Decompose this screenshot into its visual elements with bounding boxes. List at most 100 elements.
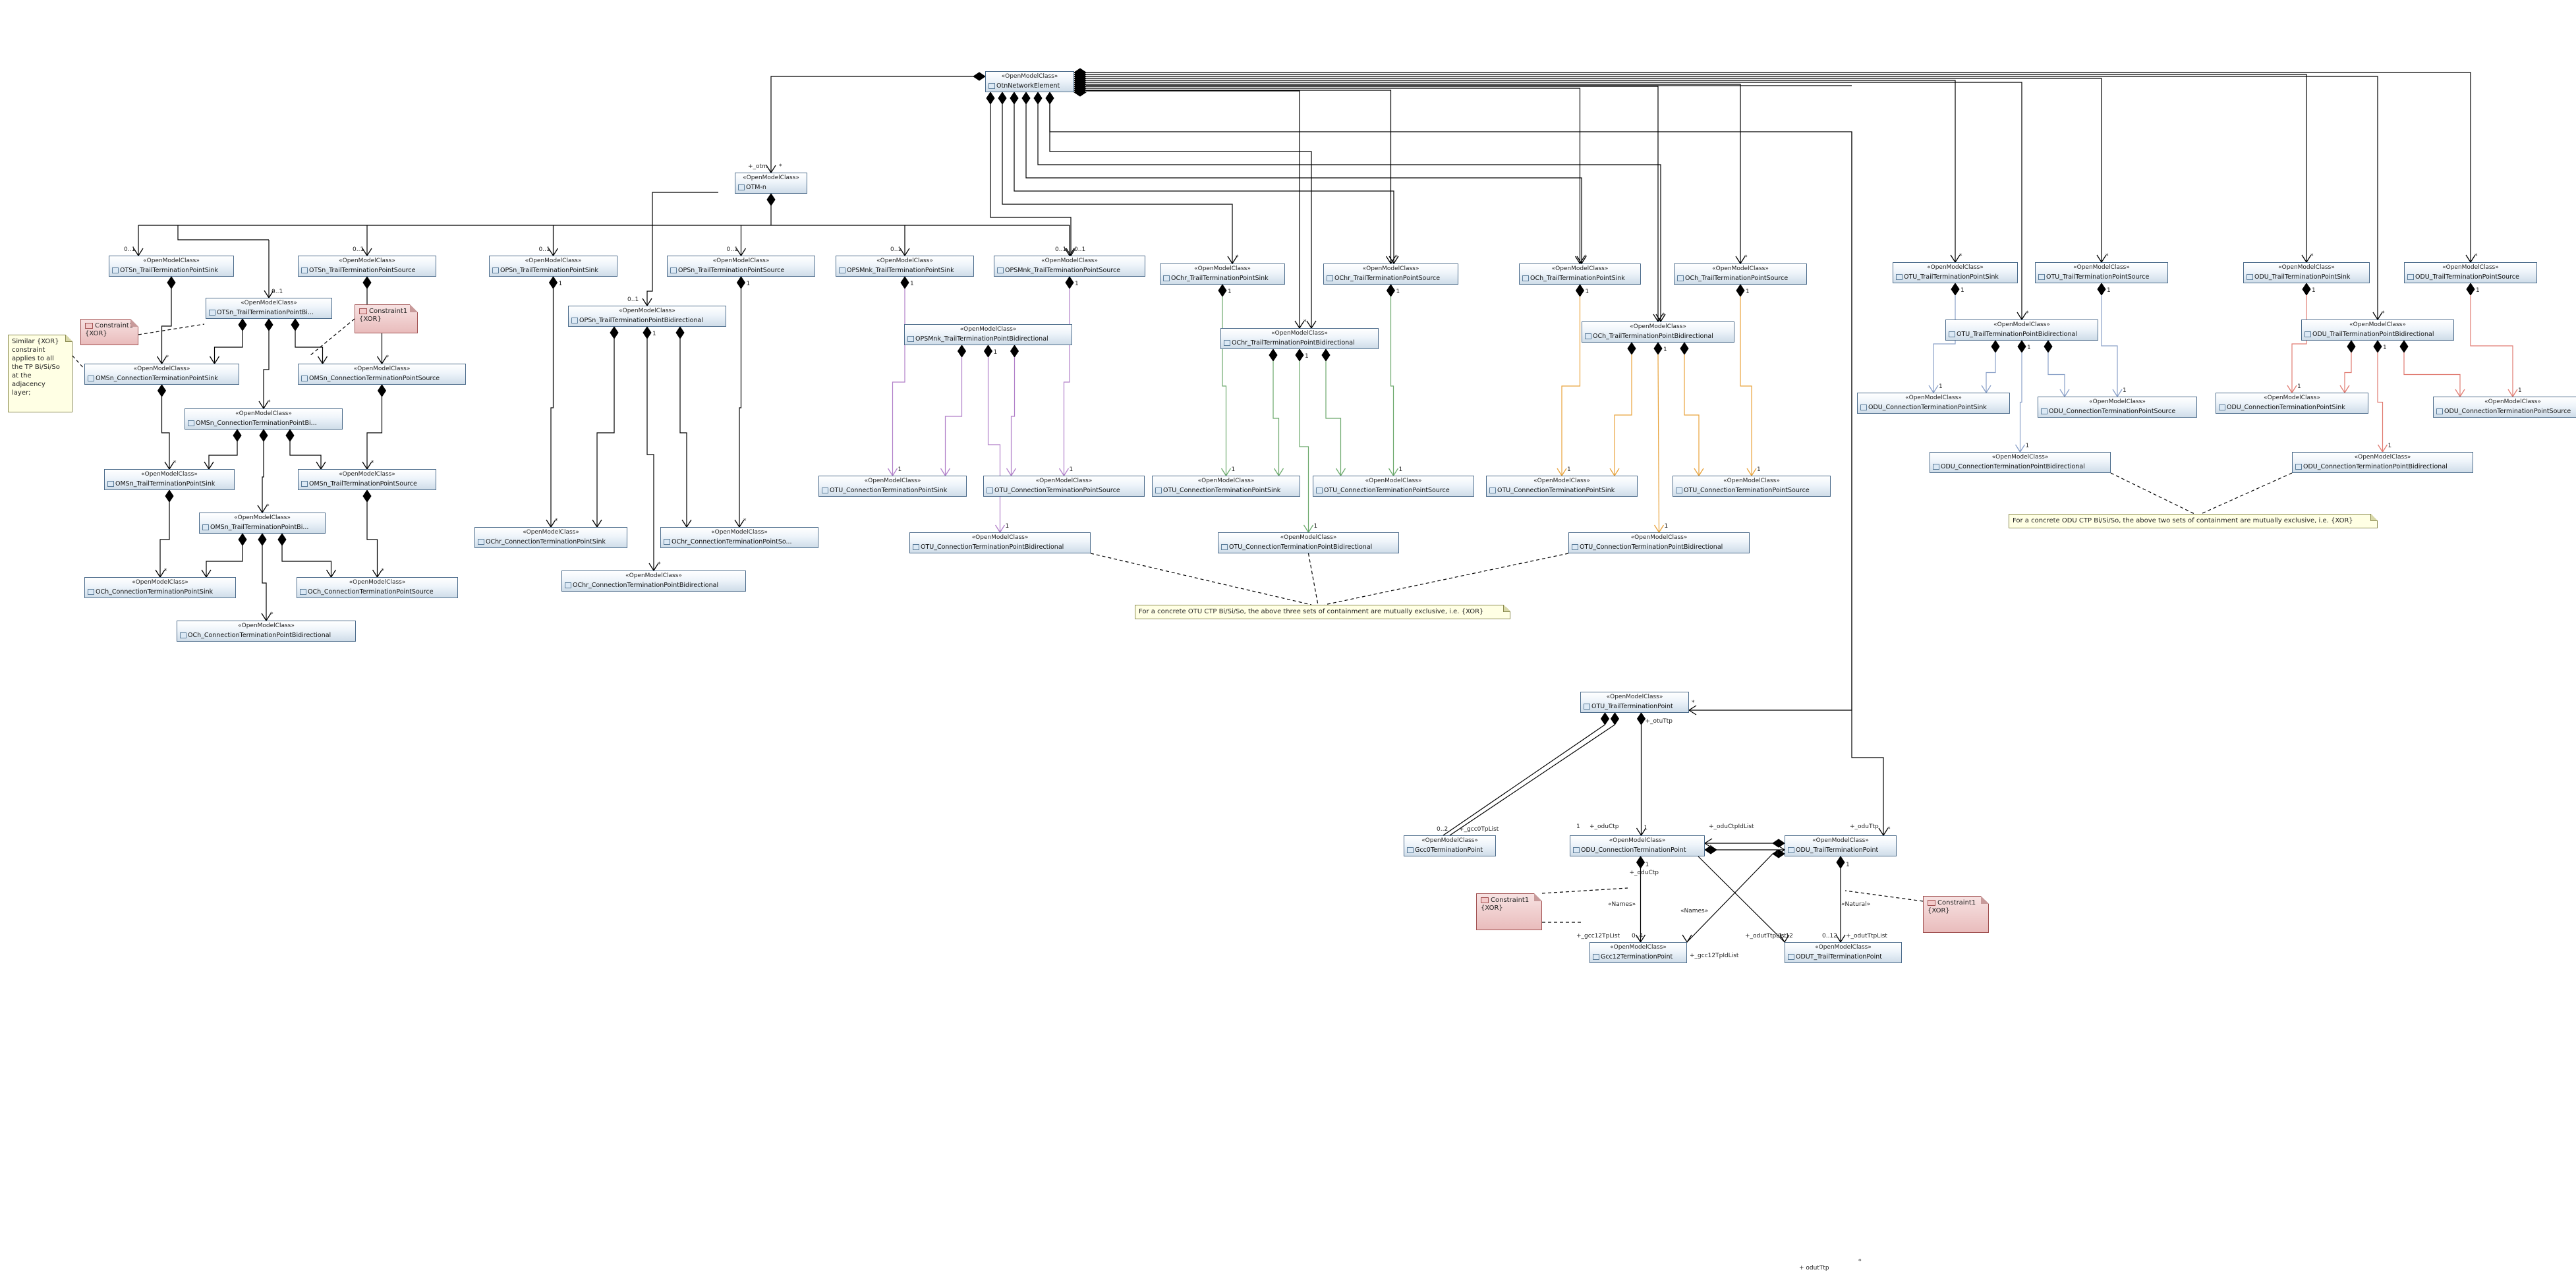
one-to-odtk[interactable] [1086, 74, 2307, 262]
otm-to-opsb[interactable] [646, 192, 718, 306]
composition-opsb-ocrk1[interactable] [596, 339, 615, 527]
composition-odtb-od2b[interactable] [2377, 352, 2384, 452]
class-omtb[interactable]: «OpenModelClass»OMSn_TrailTerminationPoi… [199, 513, 326, 534]
composition-omtb-occs[interactable] [281, 545, 332, 577]
composition-odtk-od2k[interactable] [2291, 295, 2307, 393]
class-otm[interactable]: «OpenModelClass»OTM-n [735, 173, 807, 194]
composition-opsb-ocrs1[interactable] [679, 339, 687, 527]
class-occb[interactable]: «OpenModelClass»OCh_ConnectionTerminatio… [177, 621, 356, 642]
class-od2s[interactable]: «OpenModelClass»ODU_ConnectionTerminatio… [2433, 397, 2576, 418]
composition-pms-ou1s[interactable] [1063, 289, 1070, 476]
class-ou3s[interactable]: «OpenModelClass»OTU_ConnectionTerminatio… [1673, 476, 1831, 497]
class-chk[interactable]: «OpenModelClass»OCh_TrailTerminationPoin… [1519, 264, 1641, 285]
constraint-c1[interactable]: Constraint1{XOR} [80, 319, 138, 345]
class-crb[interactable]: «OpenModelClass»OChr_TrailTerminationPoi… [1220, 328, 1379, 349]
otm-to-otsb-branch[interactable] [177, 225, 269, 240]
class-ocrb1[interactable]: «OpenModelClass»OChr_ConnectionTerminati… [561, 571, 746, 592]
class-otut[interactable]: «OpenModelClass»OTU_TrailTerminationPoin… [1580, 692, 1689, 713]
class-ou2k[interactable]: «OpenModelClass»OTU_ConnectionTerminatio… [1152, 476, 1300, 497]
composition-crs-ou2s[interactable] [1390, 296, 1394, 476]
class-odts[interactable]: «OpenModelClass»ODU_TrailTerminationPoin… [2404, 262, 2537, 283]
class-odtk[interactable]: «OpenModelClass»ODU_TrailTerminationPoin… [2243, 262, 2370, 283]
odut-to-gcc12[interactable] [1686, 853, 1773, 943]
composition-pmk-ou1k[interactable] [892, 289, 905, 476]
class-ocrk1[interactable]: «OpenModelClass»OChr_ConnectionTerminati… [474, 527, 627, 548]
odu-xor-link-2[interactable] [2200, 472, 2293, 515]
one-to-chb[interactable] [1086, 86, 1659, 321]
one-to-chb[interactable] [1037, 104, 1661, 321]
constraint-c4[interactable]: Constraint1{XOR} [1923, 896, 1989, 933]
class-chs[interactable]: «OpenModelClass»OCh_TrailTerminationPoin… [1674, 264, 1807, 285]
class-ocrs1[interactable]: «OpenModelClass»OChr_ConnectionTerminati… [660, 527, 818, 548]
class-crk[interactable]: «OpenModelClass»OChr_TrailTerminationPoi… [1160, 264, 1285, 285]
composition-opsb-ocrb1[interactable] [646, 339, 654, 571]
class-ou2s[interactable]: «OpenModelClass»OTU_ConnectionTerminatio… [1313, 476, 1474, 497]
class-oductp[interactable]: «OpenModelClass»ODU_ConnectionTerminatio… [1570, 835, 1705, 856]
one-to-chs[interactable] [1086, 84, 1741, 264]
class-odut[interactable]: «OpenModelClass»ODU_TrailTerminationPoin… [1785, 835, 1897, 856]
one-to-odts[interactable] [1086, 72, 2471, 262]
one-to-odtb[interactable] [1086, 76, 2378, 320]
composition-pmb-ou1s[interactable] [1010, 357, 1016, 476]
one-to-otut[interactable] [1049, 104, 1852, 711]
composition-crb-ou2b[interactable] [1299, 361, 1309, 532]
class-od1s[interactable]: «OpenModelClass»ODU_ConnectionTerminatio… [2038, 397, 2197, 418]
one-to-crk[interactable] [1002, 104, 1233, 264]
class-gcc0[interactable]: «OpenModelClass»Gcc0TerminationPoint [1404, 835, 1496, 856]
one-to-otuk[interactable] [1086, 80, 1956, 262]
composition-omts-occs[interactable] [366, 502, 378, 577]
constraint-c2[interactable]: Constraint1{XOR} [355, 304, 418, 333]
one-to-chk[interactable] [1025, 104, 1582, 264]
composition-otsb-omss[interactable] [295, 331, 324, 364]
composition-chb-ou3s[interactable] [1684, 354, 1700, 476]
composition-otsb-omcb[interactable] [263, 331, 270, 408]
class-omsk[interactable]: «OpenModelClass»OMSn_ConnectionTerminati… [84, 364, 239, 385]
one-to-crb[interactable] [1086, 90, 1300, 328]
otu-xor-link-2[interactable] [1307, 553, 1319, 605]
composition-otsk-omsk[interactable] [161, 289, 172, 364]
constraint-c1-link[interactable] [138, 323, 205, 335]
composition-odtb-od2k[interactable] [2344, 352, 2352, 393]
class-ou1k[interactable]: «OpenModelClass»OTU_ConnectionTerminatio… [818, 476, 967, 497]
composition-otub-od1s[interactable] [2047, 352, 2065, 397]
constraint-c4-link[interactable] [1845, 890, 1924, 902]
composition-pmb-ou1b[interactable] [987, 357, 1001, 532]
class-otus[interactable]: «OpenModelClass»OTU_TrailTerminationPoin… [2035, 262, 2168, 283]
class-chb[interactable]: «OpenModelClass»OCh_TrailTerminationPoin… [1582, 321, 1734, 343]
class-ou3b[interactable]: «OpenModelClass»OTU_ConnectionTerminatio… [1568, 532, 1750, 553]
class-omtk[interactable]: «OpenModelClass»OMSn_TrailTerminationPoi… [104, 469, 235, 490]
class-ou1s[interactable]: «OpenModelClass»OTU_ConnectionTerminatio… [983, 476, 1145, 497]
composition-odtb-od2s[interactable] [2403, 352, 2461, 397]
class-opsk[interactable]: «OpenModelClass»OPSn_TrailTerminationPoi… [489, 256, 617, 277]
class-otsb[interactable]: «OpenModelClass»OTSn_TrailTerminationPoi… [206, 298, 332, 319]
composition-otub-od1k[interactable] [1986, 352, 1996, 393]
composition-chb-ou3b[interactable] [1657, 354, 1660, 533]
composition-opss-ocrs1[interactable] [739, 289, 742, 527]
one-to-pms[interactable] [990, 104, 1072, 256]
one-to-otub[interactable] [1086, 82, 2022, 320]
composition-otsb-omsk[interactable] [214, 331, 243, 364]
one-to-crs[interactable] [1086, 90, 1392, 264]
oductp-to-odut2[interactable] [1698, 856, 1785, 943]
one-to-otus[interactable] [1086, 78, 2102, 262]
one-to-crs[interactable] [1014, 104, 1394, 264]
composition-omss-omts[interactable] [366, 397, 383, 469]
class-ou2b[interactable]: «OpenModelClass»OTU_ConnectionTerminatio… [1218, 532, 1399, 553]
otut-to-gcc0-2[interactable] [1443, 724, 1605, 836]
composition-otub-od1b[interactable] [2019, 352, 2022, 452]
constraint-c2-link[interactable] [309, 318, 355, 356]
class-od1b[interactable]: «OpenModelClass»ODU_ConnectionTerminatio… [1930, 452, 2111, 473]
one-to-chk[interactable] [1086, 88, 1581, 264]
class-ou3k[interactable]: «OpenModelClass»OTU_ConnectionTerminatio… [1486, 476, 1638, 497]
class-ou1b[interactable]: «OpenModelClass»OTU_ConnectionTerminatio… [909, 532, 1091, 553]
otu-xor-link-3[interactable] [1324, 553, 1569, 605]
class-od1k[interactable]: «OpenModelClass»ODU_ConnectionTerminatio… [1857, 393, 2010, 414]
constraint-c3-link[interactable] [1541, 887, 1628, 894]
composition-otus-od1s[interactable] [2101, 295, 2118, 397]
composition-omcb-omts[interactable] [289, 441, 322, 469]
composition-omsk-omtk[interactable] [161, 397, 170, 469]
composition-crb-ou2s[interactable] [1325, 361, 1342, 476]
composition-chk-ou3k[interactable] [1561, 296, 1581, 476]
class-omts[interactable]: «OpenModelClass»OMSn_TrailTerminationPoi… [298, 469, 436, 490]
